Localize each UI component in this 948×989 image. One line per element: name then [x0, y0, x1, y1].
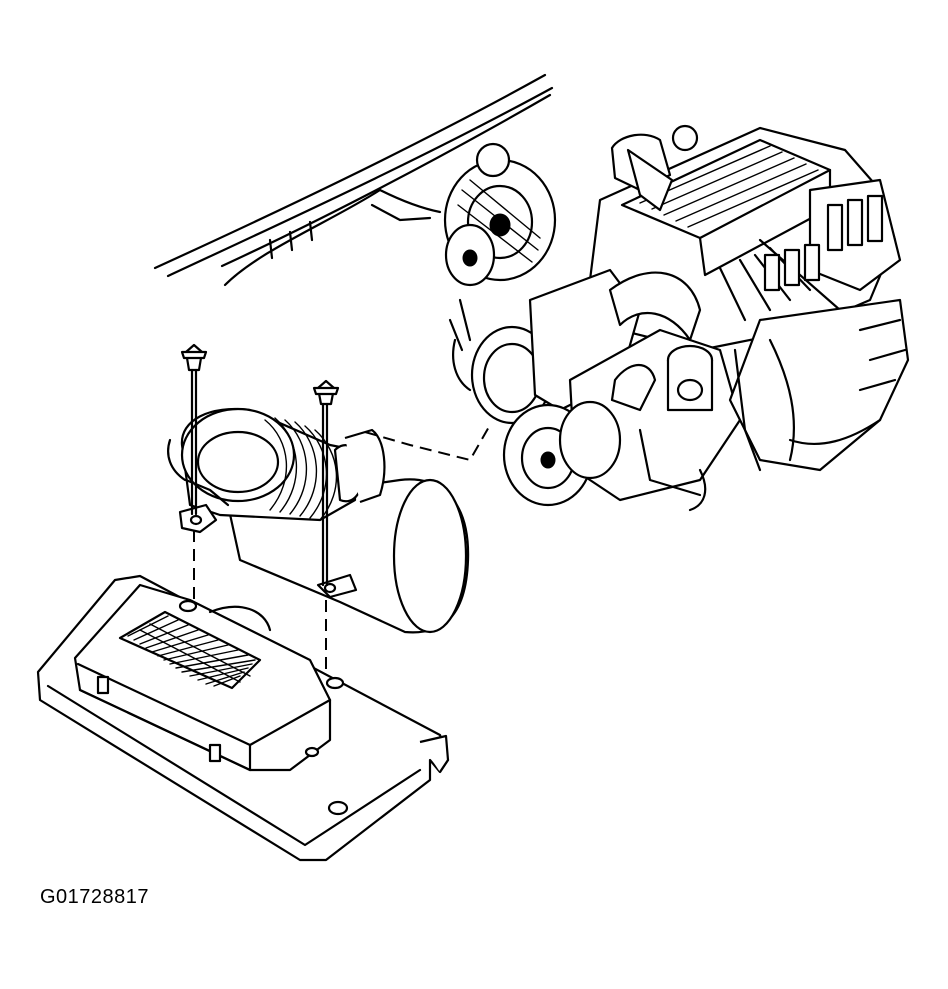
air-intake-duct	[167, 407, 470, 634]
engine-cover-panel	[36, 574, 450, 862]
retainer-pin-left	[180, 343, 208, 516]
vehicle-body-outline	[153, 73, 554, 287]
figure-id-label: G01728817	[40, 886, 150, 908]
engine-assembly	[443, 124, 910, 512]
grille-hatching	[127, 615, 256, 687]
retainer-pin-right	[312, 379, 340, 587]
alignment-dashed-lines	[193, 424, 491, 680]
